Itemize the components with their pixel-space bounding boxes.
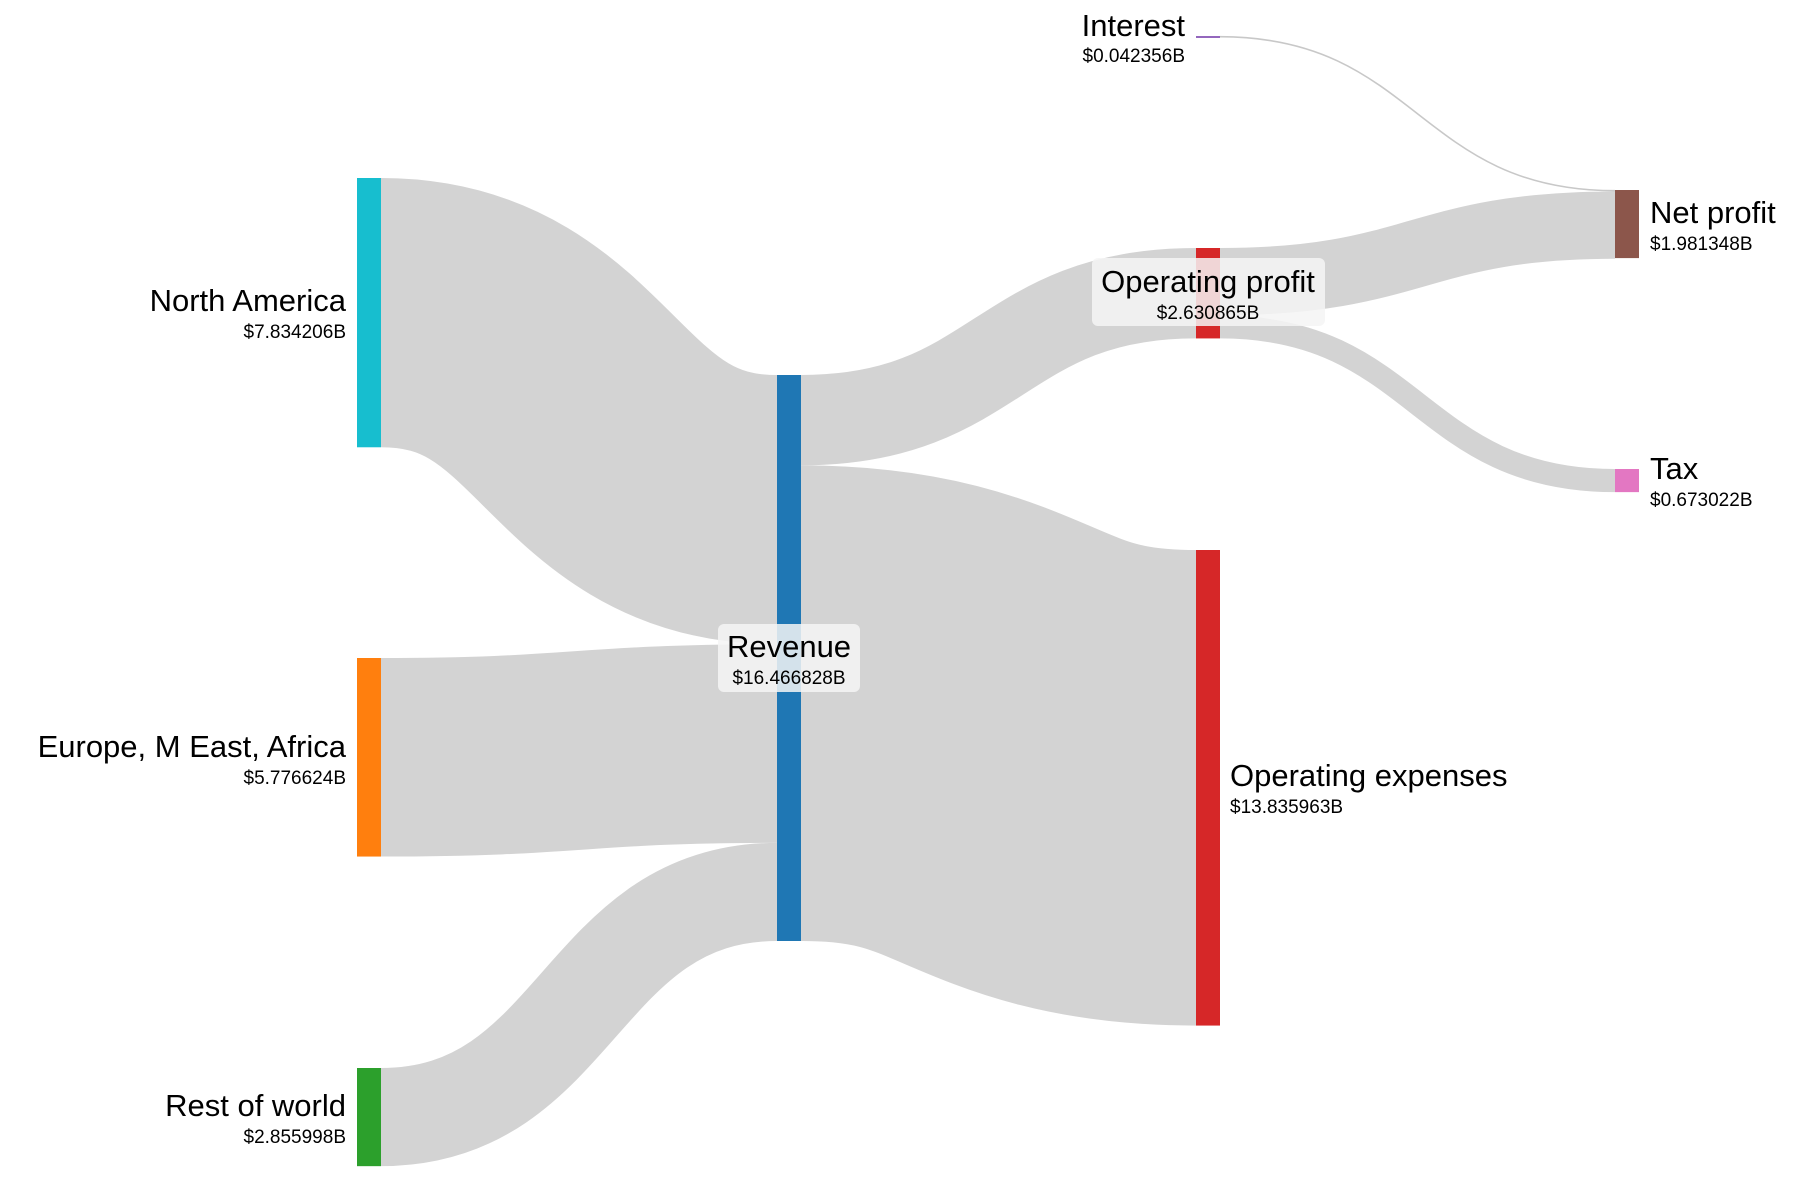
value-north-america: $7.834206B: [244, 322, 347, 343]
label-operating-expenses: Operating expenses: [1230, 758, 1507, 793]
sankey-links: [376, 35, 1616, 1167]
node-north-america: [357, 178, 381, 448]
label-net-profit: Net profit: [1650, 195, 1776, 230]
label-revenue: Revenue: [727, 629, 851, 664]
label-north-america: North America: [150, 283, 347, 318]
value-revenue: $16.466828B: [732, 668, 845, 689]
link-revenue-to-operating-expenses: [796, 465, 1201, 1026]
link-rest-of-world-to-revenue: [379, 842, 779, 1167]
value-rest-of-world: $2.855998B: [244, 1127, 347, 1148]
value-operating-profit: $2.630865B: [1157, 303, 1260, 324]
value-tax: $0.673022B: [1650, 490, 1753, 511]
label-rest-of-world: Rest of world: [165, 1088, 346, 1123]
label-operating-profit: Operating profit: [1101, 264, 1315, 299]
node-rest-of-world: [357, 1068, 381, 1167]
link-emea-to-revenue: [380, 644, 778, 857]
sankey-labels: North America $7.834206B Europe, M East,…: [38, 8, 1777, 1148]
node-tax: [1615, 469, 1639, 493]
value-emea: $5.776624B: [244, 768, 347, 789]
operating-profit-label-background: [1092, 258, 1325, 326]
link-operating-profit-to-tax: [1219, 315, 1616, 493]
node-interest: [1196, 36, 1220, 38]
label-tax: Tax: [1650, 451, 1699, 486]
label-emea: Europe, M East, Africa: [38, 729, 347, 764]
link-interest-to-net-profit: [1219, 35, 1616, 192]
label-interest: Interest: [1082, 8, 1186, 43]
revenue-label-background: [718, 624, 860, 692]
node-operating-expenses: [1196, 550, 1220, 1026]
node-emea: [357, 658, 381, 857]
value-interest: $0.042356B: [1083, 46, 1186, 67]
link-north-america-to-revenue: [376, 178, 782, 645]
value-operating-expenses: $13.835963B: [1230, 797, 1343, 818]
node-net-profit: [1615, 190, 1639, 259]
value-net-profit: $1.981348B: [1650, 234, 1753, 255]
